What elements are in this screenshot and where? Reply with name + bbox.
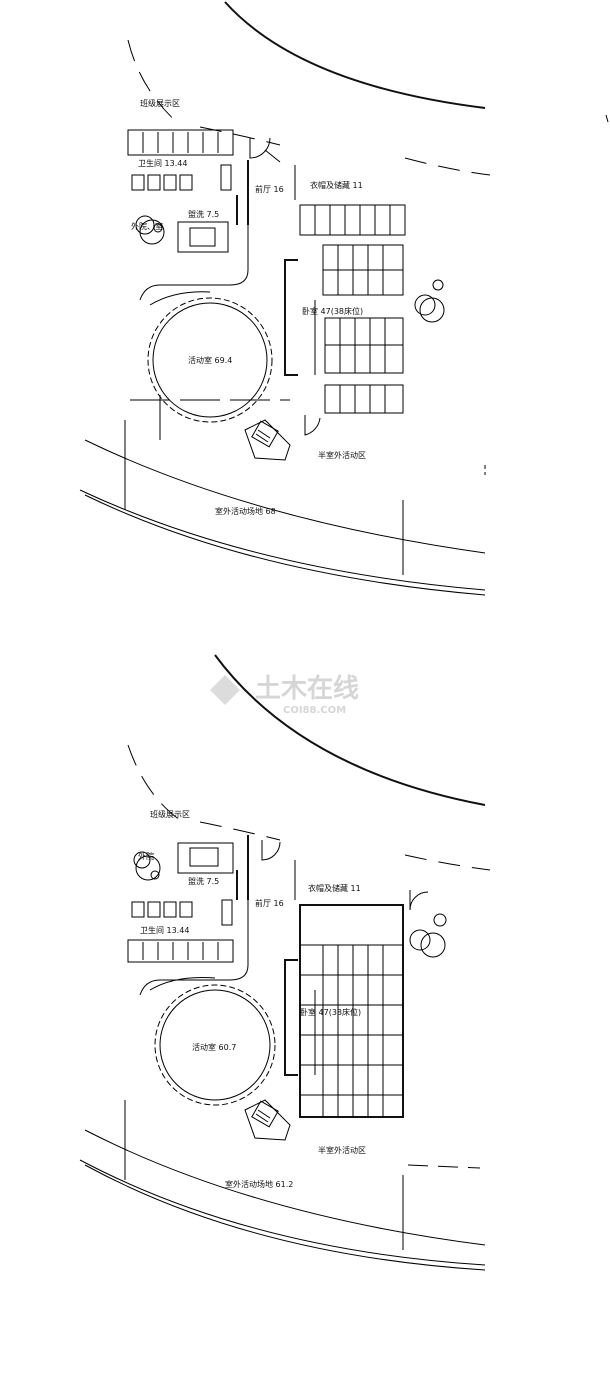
toilet-stall — [163, 174, 177, 191]
outer-boundary — [84, 1129, 486, 1246]
label-foyer: 前厅 16 — [255, 184, 284, 194]
door-swing — [261, 840, 281, 861]
toilet-stall — [147, 901, 161, 918]
toilet-partition — [127, 129, 234, 156]
door-swing — [304, 415, 321, 436]
tree-trunk — [150, 870, 160, 880]
toilet-stall — [179, 174, 193, 191]
door-swing — [409, 890, 429, 911]
tree-circle — [420, 932, 446, 958]
label-class-display: 班级展示区 — [150, 809, 190, 819]
bedroom-wall — [284, 959, 298, 1076]
label-outer-yard: 外院 — [138, 851, 154, 861]
door-swing — [249, 137, 271, 159]
label-toilet: 卫生间 13.44 — [138, 158, 187, 168]
toilet-stall — [131, 174, 145, 191]
toilet-partition — [127, 939, 234, 963]
wash-basin — [189, 847, 219, 867]
watermark-subtext: COI88.COM — [283, 705, 346, 716]
tree-circle — [409, 929, 431, 951]
outer-boundary — [84, 439, 486, 554]
dashed-arc — [127, 744, 181, 821]
toilet-stall — [131, 901, 145, 918]
tree-circle — [414, 294, 436, 316]
label-coat-storage: 衣帽及储藏 11 — [310, 180, 363, 190]
wash-basin — [189, 227, 216, 247]
tree-circle — [135, 215, 155, 235]
bed-grid — [299, 204, 406, 414]
label-class-display: 班级展示区 — [140, 98, 180, 108]
label-activity-room: 活动室 69.4 — [188, 355, 232, 365]
tree-circle — [133, 851, 151, 869]
outer-boundary — [84, 494, 486, 596]
label-activity-room: 活动室 60.7 — [192, 1042, 236, 1052]
label-wash: 盥洗 7.5 — [188, 209, 219, 219]
wash-counter — [177, 842, 234, 874]
wall-curve — [149, 291, 211, 306]
tree-trunk — [153, 223, 163, 233]
dashed-arc — [199, 126, 281, 146]
wall-curve — [139, 225, 249, 301]
piano-icon — [244, 1099, 291, 1141]
label-wash: 盥洗 7.5 — [188, 876, 219, 886]
activity-circle-inner — [159, 989, 271, 1101]
label-bedroom: 卧室 47(38床位) — [300, 1007, 361, 1017]
label-semi-outdoor: 半室外活动区 — [318, 1145, 366, 1155]
dashed-arc — [404, 854, 491, 871]
tree-circle — [135, 855, 161, 881]
label-toilet: 卫生间 13.44 — [140, 925, 189, 935]
piano-icon — [244, 419, 291, 461]
dashed-arc — [404, 157, 491, 176]
tree-circle — [419, 297, 445, 323]
wash-counter — [177, 221, 229, 253]
toilet-stall — [179, 901, 193, 918]
dashed-line — [407, 1164, 481, 1169]
door-leaf — [264, 149, 281, 163]
edge-tick — [605, 114, 609, 123]
label-coat-storage: 衣帽及储藏 11 — [308, 883, 361, 893]
outer-curve-wall — [224, 1, 486, 109]
label-outdoor-field: 室外活动场地 61.2 — [225, 1179, 293, 1189]
dashed-arc — [127, 39, 181, 126]
outer-boundary — [79, 489, 486, 591]
watermark-text: 土木在线 — [255, 674, 359, 704]
label-foyer: 前厅 16 — [255, 898, 284, 908]
label-outer-room: 外院、室 — [131, 221, 163, 231]
wall-curve — [139, 900, 249, 996]
tree-circle — [432, 279, 444, 291]
toilet-stall — [147, 174, 161, 191]
tree-circle — [433, 913, 447, 927]
activity-circle — [154, 984, 276, 1106]
label-bedroom: 卧室 47(38床位) — [302, 306, 363, 316]
watermark-logo-icon — [210, 675, 240, 705]
outer-boundary — [79, 1159, 486, 1266]
plan-2: 班级展示区 外院 盥洗 7.5 前厅 16 衣帽及储藏 11 卫生间 13.44… — [79, 654, 491, 1271]
outer-curve-wall — [214, 654, 486, 806]
label-semi-outdoor: 半室外活动区 — [318, 450, 366, 460]
sink-unit — [220, 164, 232, 191]
bed-grid — [300, 944, 403, 1117]
bedroom-block — [299, 904, 404, 1118]
bedroom-wall — [284, 259, 298, 376]
outer-boundary — [84, 1164, 486, 1271]
wall-curve — [149, 977, 216, 991]
watermark: 土木在线 COI88.COM — [210, 674, 359, 716]
sink-unit — [221, 899, 233, 926]
toilet-stall — [163, 901, 177, 918]
label-outdoor-field: 室外活动场地 68 — [215, 506, 276, 516]
activity-circle — [147, 297, 273, 423]
dashed-arc — [199, 821, 281, 841]
plan-1: 班级展示区 卫生间 13.44 盥洗 7.5 外院、室 前厅 16 衣帽及储藏 … — [79, 1, 609, 596]
activity-circle-inner — [152, 302, 268, 418]
